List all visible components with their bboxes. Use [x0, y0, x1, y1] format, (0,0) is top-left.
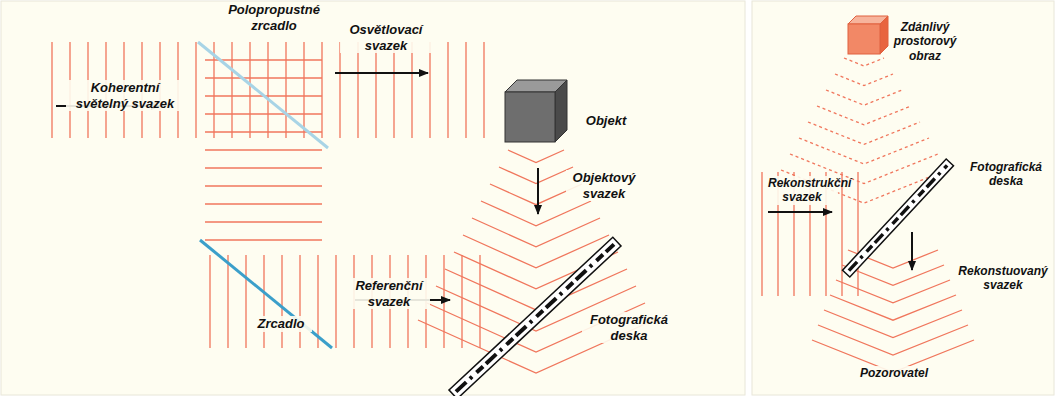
- virtual-image-cube: [848, 16, 888, 54]
- wavefront-line: [508, 150, 564, 163]
- wavefront-line: [817, 106, 911, 125]
- wavefront-line: [205, 77, 322, 78]
- wavefront-line: [818, 325, 968, 355]
- wavefront-line: [245, 255, 246, 348]
- wavefront-line: [830, 295, 956, 320]
- wavefront-line: [357, 42, 358, 138]
- wavefront-line: [317, 255, 318, 348]
- mirror-label: Zrcadlo: [250, 316, 312, 332]
- wavefront-line: [249, 42, 250, 138]
- wavefront-line: [209, 255, 210, 348]
- wavefront-line: [205, 203, 322, 204]
- plate-label: Fotografická deska: [966, 160, 1046, 189]
- wavefront-line: [205, 167, 322, 168]
- wavefront-line: [461, 255, 462, 348]
- wavefront-line: [836, 280, 950, 303]
- half-mirror: [198, 42, 328, 148]
- wavefront-line: [263, 255, 264, 348]
- observer-label: Pozorovatel: [848, 366, 940, 380]
- wavefront-line: [299, 255, 300, 348]
- object-cube: [505, 80, 567, 142]
- wavefront-line: [335, 255, 336, 348]
- wavefront-line: [411, 42, 412, 138]
- left-panel: [1, 1, 745, 395]
- wavefront-line: [483, 42, 484, 138]
- wavefront-line: [205, 131, 322, 132]
- wavefront-line: [465, 42, 466, 138]
- wavefront-line: [472, 218, 600, 247]
- wavefront-line: [195, 42, 196, 138]
- wavefront-line: [339, 42, 340, 138]
- image-label: Zdánlivý prostorový obraz: [890, 20, 960, 63]
- wavefront-line: [447, 42, 448, 138]
- beam-label: Osvětlovací svazek: [340, 22, 432, 53]
- wavefront-line: [205, 239, 322, 240]
- wavefront-line: [205, 149, 322, 150]
- wavefronts: [52, 42, 974, 373]
- wavefront-line: [205, 185, 322, 186]
- wavefront-line: [285, 42, 286, 138]
- beam-label: Objektový svazek: [566, 170, 642, 201]
- wavefront-line: [393, 42, 394, 138]
- wavefront-line: [303, 42, 304, 138]
- wavefront-line: [826, 90, 902, 105]
- wavefront-line: [799, 138, 929, 164]
- wavefront-line: [499, 167, 573, 184]
- photo-plate: [843, 159, 954, 277]
- wavefront-line: [479, 255, 480, 348]
- wavefront-line: [824, 310, 962, 338]
- wavefront-line: [481, 201, 591, 226]
- wavefront-line: [443, 255, 444, 348]
- wavefront-line: [51, 42, 52, 138]
- wavefront-line: [205, 221, 322, 222]
- right-panel: [752, 1, 1054, 395]
- beam-label: Rekonstuovaný svazek: [956, 264, 1050, 293]
- wavefront-line: [205, 113, 322, 114]
- wavefront-line: [761, 172, 762, 296]
- wavefront-line: [267, 42, 268, 138]
- mirror: [200, 240, 332, 348]
- wavefront-line: [857, 172, 858, 296]
- wavefront-line: [841, 172, 842, 296]
- plate-label: Fotografická deska: [582, 312, 676, 343]
- wavefront-line: [227, 255, 228, 348]
- wavefront-line: [835, 74, 893, 86]
- wavefront-line: [445, 269, 627, 310]
- wavefront-line: [844, 58, 884, 66]
- wavefront-line: [231, 42, 232, 138]
- wavefront-line: [375, 42, 376, 138]
- wavefront-line: [429, 42, 430, 138]
- beam-label: Referenční svazek: [348, 278, 430, 309]
- mirror-label: Polopropustné zrcadlo: [222, 2, 326, 33]
- beam-label: Koherentní světelný svazek: [66, 80, 184, 111]
- wavefront-line: [281, 255, 282, 348]
- beam-arrows: [56, 73, 912, 300]
- beam-label: Rekonstrukční svazek: [766, 176, 838, 205]
- wavefront-line: [321, 42, 322, 138]
- wavefront-line: [808, 122, 920, 144]
- object-label: Objekt: [576, 113, 636, 129]
